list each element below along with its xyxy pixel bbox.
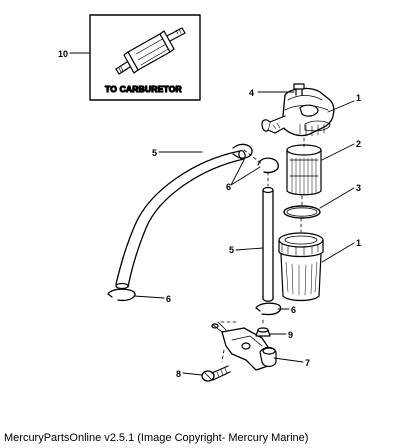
filter-bowl (278, 232, 324, 302)
callout-6-upper: 6 (226, 182, 231, 192)
callout-6-tube-end: 6 (291, 305, 296, 315)
inset-box (89, 14, 201, 101)
copyright-footer: MercuryPartsOnline v2.5.1 (Image Copyrig… (4, 432, 309, 444)
callout-7: 7 (305, 358, 310, 368)
o-ring (283, 205, 321, 219)
callout-3: 3 (356, 183, 361, 193)
callout-4: 4 (249, 88, 254, 98)
washer (255, 327, 271, 337)
leader-lines (69, 52, 355, 376)
filter-head (261, 83, 335, 137)
filter-element (286, 144, 322, 196)
hose-clamp-hose-end (107, 288, 136, 302)
inline-filter-inset: TO CARBURETOR (89, 14, 201, 101)
fuel-hose (115, 149, 246, 290)
callout-5-hose: 5 (152, 148, 157, 158)
fuel-tube-straight (262, 186, 274, 302)
callout-2: 2 (356, 139, 361, 149)
mounting-bracket (211, 321, 277, 371)
callout-10: 10 (58, 49, 68, 59)
callout-9: 9 (288, 330, 293, 340)
callout-8: 8 (176, 369, 181, 379)
callout-1-bowl: 1 (356, 238, 361, 248)
inset-label: TO CARBURETOR (105, 84, 182, 94)
callout-6-hose-end: 6 (166, 294, 171, 304)
callouts: 10 4 1 2 3 1 5 6 5 6 6 9 7 8 (58, 49, 361, 379)
assembly-lines (219, 137, 305, 363)
callout-5-tube: 5 (229, 245, 234, 255)
hose-clamp-upper-b (257, 157, 279, 174)
hose-clamp-tube-end (255, 302, 282, 316)
callout-1-head: 1 (356, 93, 361, 103)
mounting-screw (201, 365, 231, 382)
inline-fuel-filter (115, 27, 186, 75)
hose-clamp-upper-a (232, 143, 253, 159)
